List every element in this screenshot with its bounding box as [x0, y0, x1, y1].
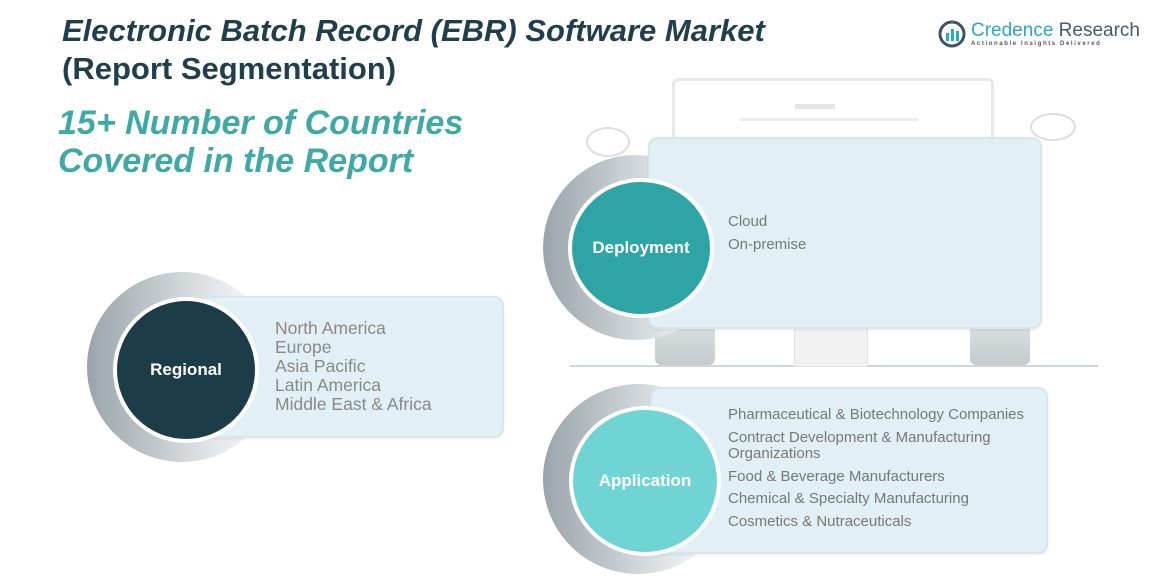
page-title: Electronic Batch Record (EBR) Software M… — [62, 13, 765, 86]
list-item: On-premise — [728, 236, 807, 253]
deployment-circle: Deployment — [568, 178, 714, 318]
application-circle: Application — [569, 406, 721, 556]
list-item: Middle East & Africa — [275, 394, 432, 414]
application-label: Application — [598, 471, 692, 490]
monitor-illustration — [672, 78, 994, 151]
list-item: Chemical & Specialty Manufacturing — [728, 490, 969, 507]
person-legs-illustration — [970, 327, 1030, 365]
list-item: Contract Development & Manufacturing Org… — [728, 428, 991, 462]
logo-icon — [938, 20, 966, 48]
regional-label: Regional — [150, 360, 222, 379]
list-item: Food & Beverage Manufacturers — [728, 467, 945, 485]
monitor-line — [740, 118, 918, 121]
monitor-line — [795, 104, 835, 109]
list-item: North America — [275, 318, 386, 338]
deployment-list: Cloud On-premise — [728, 212, 806, 258]
application-list: Pharmaceutical & Biotechnology Companies… — [728, 406, 1038, 534]
list-item: Asia Pacific — [275, 356, 366, 376]
deployment-panel — [648, 137, 1042, 329]
logo-tagline: Actionable Insights Delivered — [971, 41, 1102, 47]
regional-circle: Regional — [113, 297, 259, 443]
list-item: Pharmaceutical & Biotechnology Companies — [728, 406, 1024, 423]
list-item: Cloud — [728, 213, 768, 230]
regional-list: North America Europe Asia Pacific Latin … — [275, 319, 432, 414]
logo: Credence Research Actionable Insights De… — [938, 20, 1140, 48]
speech-bubble-icon — [586, 127, 630, 157]
desk-illustration — [794, 327, 868, 367]
deployment-label: Deployment — [592, 238, 690, 257]
list-item: Europe — [275, 337, 332, 357]
list-item: Latin America — [275, 375, 382, 395]
list-item: Cosmetics & Nutraceuticals — [728, 512, 912, 530]
speech-bubble-icon — [1030, 113, 1076, 141]
logo-name: Credence Research — [971, 20, 1140, 41]
